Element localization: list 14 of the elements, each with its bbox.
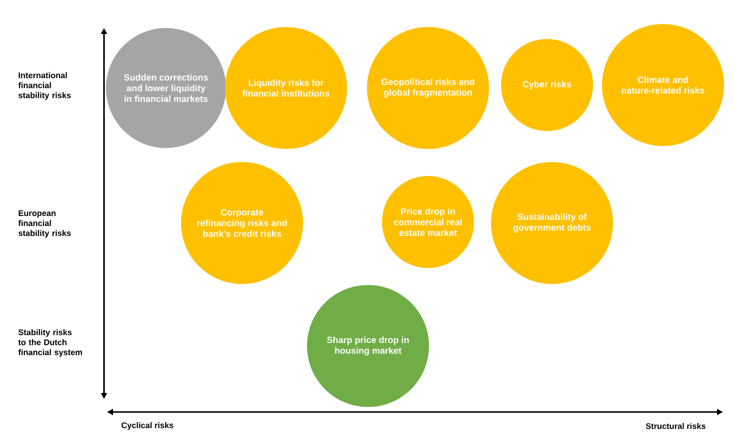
axis-label: European financial stability risks: [18, 210, 71, 238]
axis-label: Cyclical risks: [122, 422, 174, 430]
axis-label: International financial stability risks: [18, 72, 71, 100]
risk-bubble: Geopolitical risks and global fragmentation: [367, 27, 489, 149]
axis-label: Stability risks to the Dutch financial system: [18, 329, 82, 357]
risk-bubble: Climate and nature-related risks: [602, 24, 724, 146]
risk-bubble: Sustainability of government debts: [491, 162, 613, 284]
risk-bubble: Sharp price drop in housing market: [307, 285, 429, 407]
risk-bubble: Corporate refinancing risks and bank’s credit risks: [181, 162, 303, 284]
risk-bubble: Cyber risks: [501, 39, 593, 131]
axis-label: Structural risks: [646, 422, 706, 429]
risk-bubble: Price drop in commercial real estate market: [382, 176, 474, 268]
risk-bubble: Liquidity risks for financial institutions: [225, 27, 347, 149]
risk-bubble: Sudden corrections and lower liquidity in financial markets: [106, 28, 226, 148]
